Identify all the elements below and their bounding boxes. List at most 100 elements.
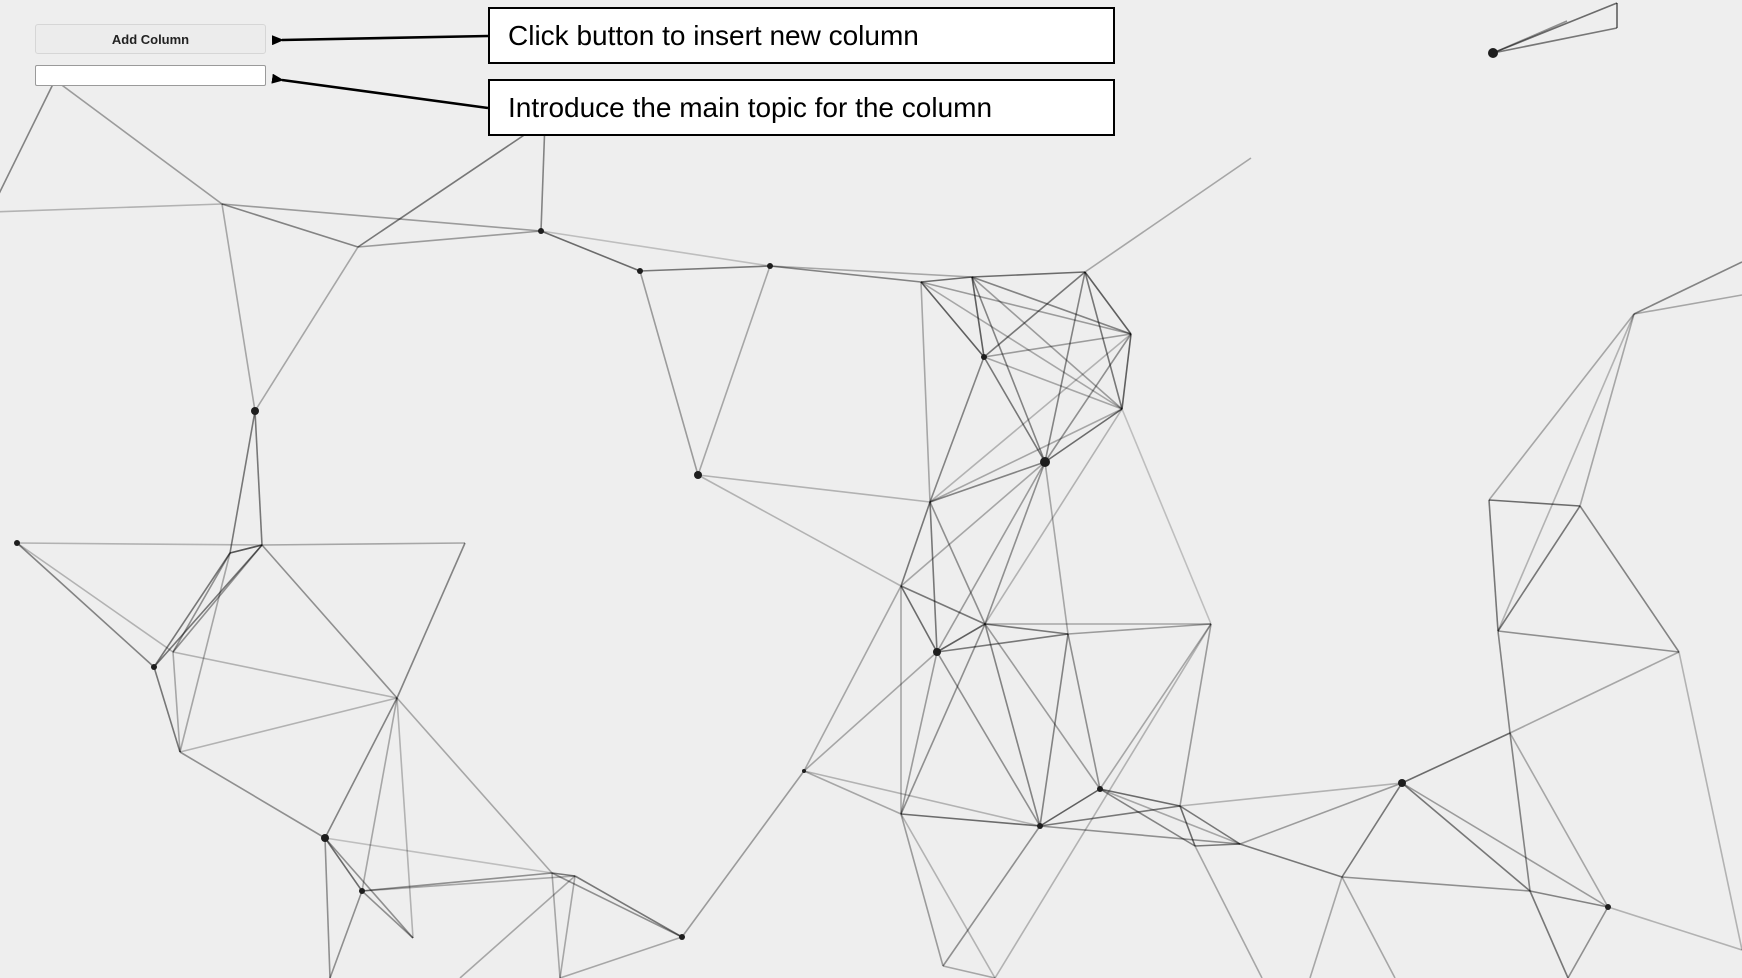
network-link bbox=[1492, 27, 1618, 54]
network-link bbox=[1039, 825, 1241, 845]
network-link bbox=[540, 230, 771, 267]
network-link bbox=[900, 623, 986, 815]
network-node bbox=[981, 354, 987, 360]
network-link bbox=[1492, 2, 1618, 54]
network-link bbox=[929, 408, 1123, 503]
network-link bbox=[900, 813, 996, 978]
network-link bbox=[697, 474, 902, 587]
network-node bbox=[14, 540, 20, 546]
topic-input-callout: Introduce the main topic for the column bbox=[488, 79, 1115, 136]
network-link bbox=[1099, 623, 1212, 790]
network-link bbox=[1179, 805, 1241, 845]
network-link bbox=[1044, 461, 1069, 635]
network-link bbox=[983, 356, 1046, 463]
network-link bbox=[900, 585, 986, 625]
network-link bbox=[971, 276, 985, 358]
network-link bbox=[1497, 630, 1511, 734]
network-link bbox=[1497, 505, 1581, 632]
network-node bbox=[1037, 823, 1043, 829]
network-link bbox=[179, 552, 231, 753]
network-link bbox=[361, 875, 576, 892]
network-node bbox=[538, 228, 544, 234]
network-link bbox=[361, 697, 398, 892]
network-link bbox=[1099, 788, 1196, 847]
network-link bbox=[179, 751, 326, 839]
network-link bbox=[1121, 408, 1212, 625]
network-link bbox=[929, 501, 986, 625]
network-link bbox=[1179, 782, 1403, 807]
network-link bbox=[900, 501, 931, 587]
network-link bbox=[1401, 782, 1531, 892]
network-node bbox=[251, 407, 259, 415]
network-link bbox=[900, 651, 938, 815]
network-link bbox=[16, 542, 155, 668]
network-link bbox=[983, 271, 1086, 358]
network-link bbox=[229, 544, 263, 554]
network-link bbox=[221, 203, 256, 412]
network-node bbox=[1605, 904, 1611, 910]
network-link bbox=[559, 875, 576, 978]
column-topic-input[interactable] bbox=[35, 65, 266, 86]
network-link bbox=[920, 281, 1132, 335]
network-link bbox=[1067, 633, 1101, 790]
network-link bbox=[983, 333, 1132, 358]
network-link bbox=[221, 203, 542, 232]
network-link bbox=[396, 542, 466, 699]
network-link bbox=[1121, 333, 1132, 410]
network-node bbox=[694, 471, 702, 479]
network-link bbox=[0, 203, 223, 213]
network-link bbox=[1194, 845, 1263, 978]
network-link bbox=[574, 875, 683, 938]
network-link bbox=[551, 872, 576, 877]
network-link bbox=[1341, 876, 1396, 978]
network-link bbox=[261, 542, 466, 546]
network-link bbox=[361, 872, 553, 892]
add-column-callout: Click button to insert new column bbox=[488, 7, 1115, 64]
network-link bbox=[769, 265, 973, 278]
network-link bbox=[172, 651, 181, 753]
network-link bbox=[803, 651, 938, 772]
network-link bbox=[1678, 651, 1742, 951]
network-link bbox=[1633, 261, 1742, 315]
network-link bbox=[1309, 876, 1343, 978]
network-link bbox=[1084, 271, 1132, 335]
network-link bbox=[1509, 651, 1680, 734]
network-link bbox=[221, 203, 359, 248]
network-link bbox=[697, 474, 931, 503]
add-column-button[interactable]: Add Column bbox=[35, 24, 266, 54]
network-link bbox=[254, 246, 359, 412]
network-link bbox=[984, 623, 1069, 635]
network-link bbox=[971, 276, 1046, 463]
network-link bbox=[551, 872, 683, 938]
network-node bbox=[802, 769, 806, 773]
network-link bbox=[153, 544, 263, 668]
network-node bbox=[1398, 779, 1406, 787]
network-link bbox=[994, 623, 1212, 978]
network-link bbox=[254, 410, 263, 546]
network-link bbox=[1529, 890, 1569, 978]
network-link bbox=[929, 356, 985, 503]
network-link bbox=[1179, 805, 1196, 847]
network-link bbox=[1509, 732, 1609, 908]
network-link bbox=[1039, 805, 1181, 827]
network-link bbox=[984, 623, 1041, 827]
network-link bbox=[261, 544, 398, 699]
network-link bbox=[971, 271, 1086, 278]
network-link bbox=[1633, 294, 1742, 315]
network-link bbox=[697, 265, 771, 476]
network-link bbox=[920, 281, 931, 503]
network-link bbox=[153, 552, 231, 668]
network-link bbox=[942, 965, 996, 978]
network-link bbox=[540, 120, 546, 232]
network-link bbox=[396, 697, 414, 939]
network-link bbox=[361, 890, 414, 939]
network-link bbox=[936, 623, 986, 653]
network-node bbox=[933, 648, 941, 656]
network-link bbox=[324, 837, 414, 939]
network-link bbox=[803, 770, 1041, 827]
network-link bbox=[920, 281, 1123, 410]
network-link bbox=[172, 552, 231, 653]
network-link bbox=[329, 890, 363, 978]
network-link bbox=[1497, 630, 1680, 653]
